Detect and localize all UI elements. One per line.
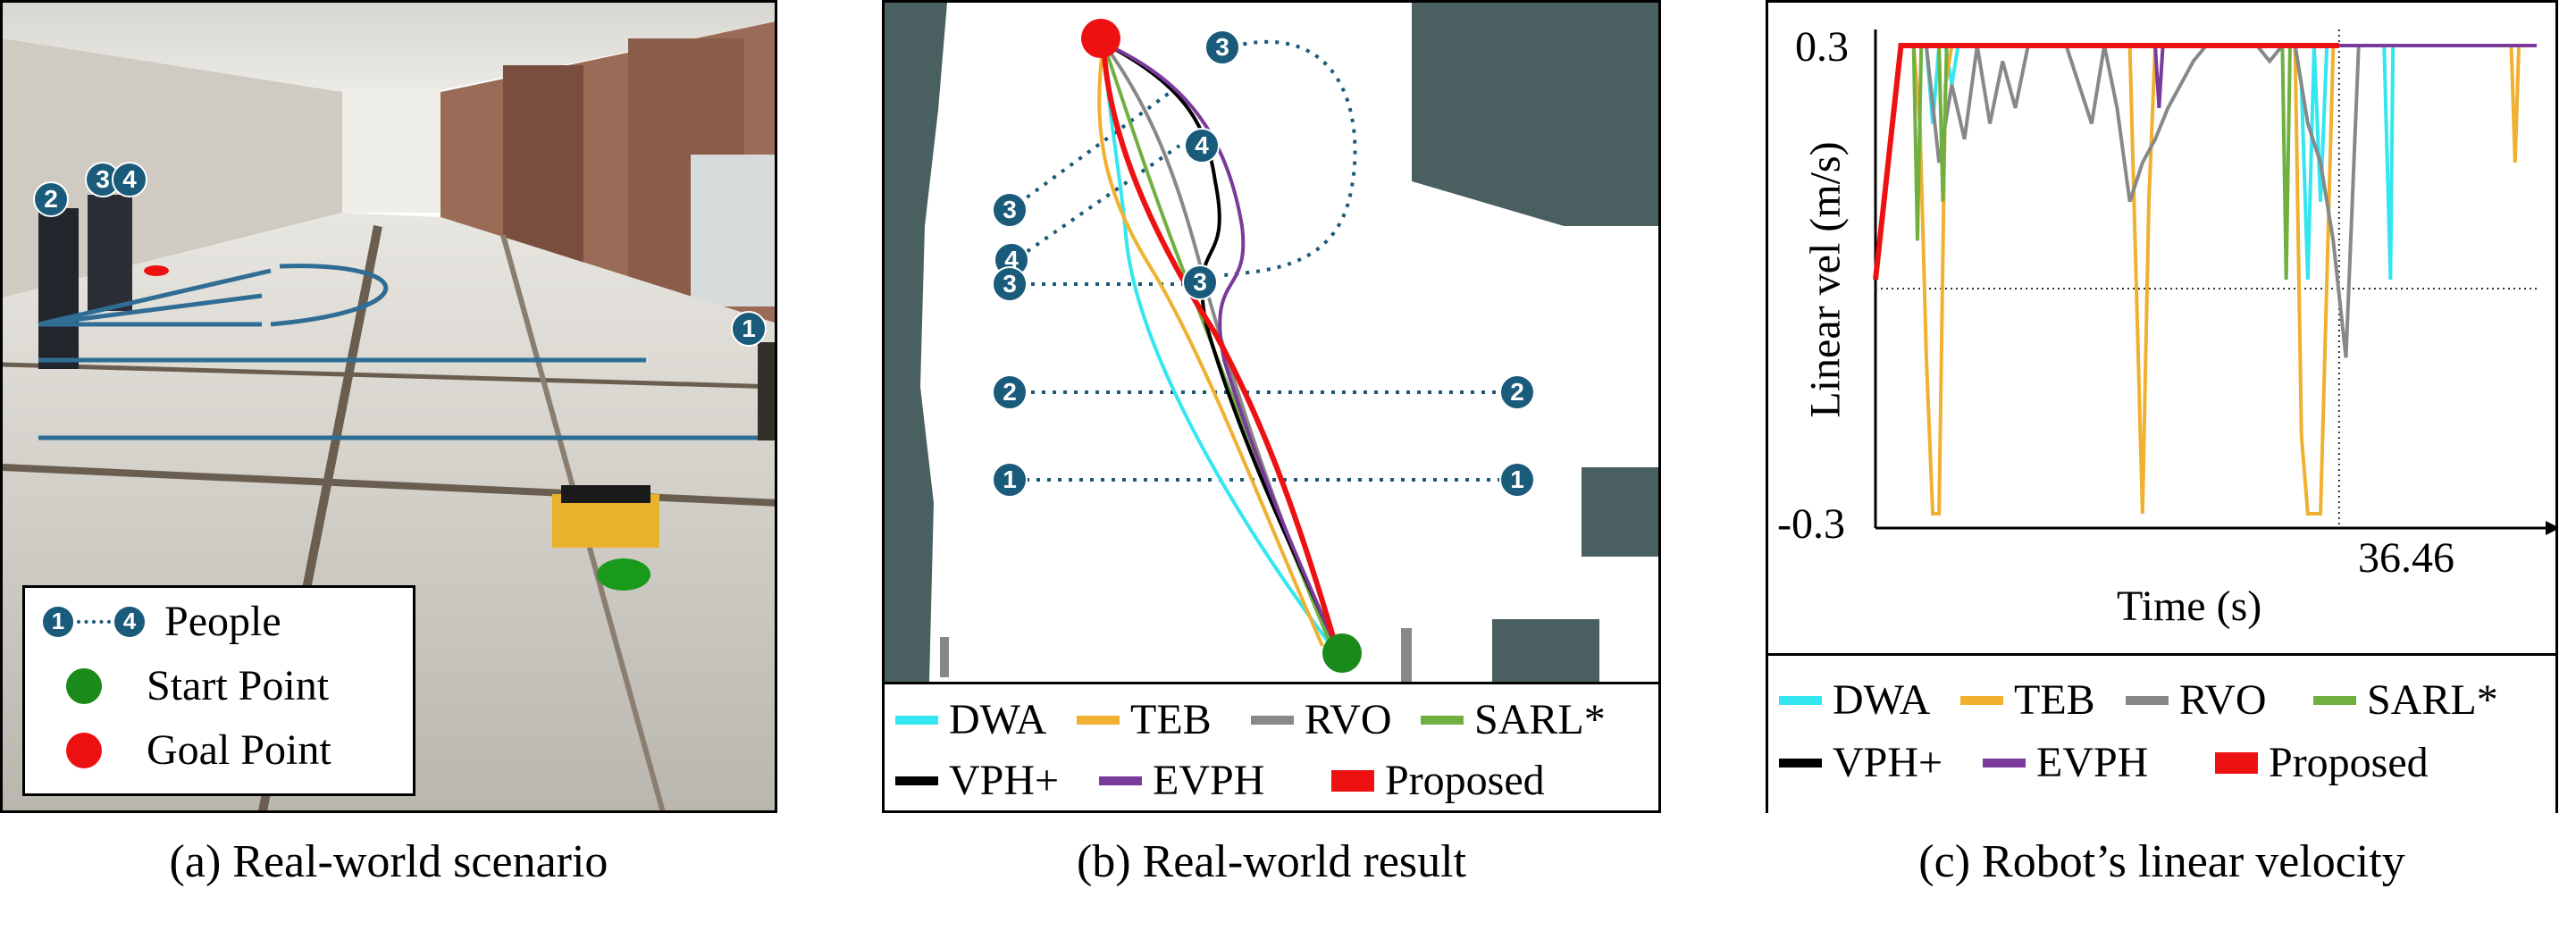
series-line-evph — [1874, 44, 2537, 281]
legend-start-label: Start Point — [147, 662, 330, 709]
person-marker-icon: 1 — [731, 311, 767, 347]
caption-a: (a) Real-world scenario — [169, 836, 608, 887]
legend-rvo-label: RVO — [1305, 696, 1392, 743]
swatch-proposed — [2215, 751, 2258, 774]
legend-teb-label: TEB — [1130, 696, 1212, 743]
legend-vph: VPH+ — [1779, 738, 1942, 787]
legend-goal: Goal Point — [66, 726, 331, 775]
trajectory-proposed — [1101, 42, 1338, 647]
panel-b-map: 3 3 4 4 3 3 2 2 1 1 DWA TEB RVO SARL* VP… — [882, 0, 1661, 813]
person-marker-icon: 4 — [113, 604, 147, 639]
panel-a-legend: 1 4 People Start Point Goal Point — [22, 585, 415, 796]
person-marker-icon: 1 — [992, 462, 1028, 498]
legend-proposed: Proposed — [2215, 738, 2429, 787]
legend-dwa-label: DWA — [1833, 676, 1931, 724]
legend-vph: VPH+ — [895, 756, 1059, 805]
legend-proposed-label: Proposed — [2269, 739, 2429, 786]
series-line-dwa — [1874, 44, 2537, 281]
legend-people: 1 4 People — [41, 597, 281, 646]
legend-vph-label: VPH+ — [1833, 739, 1943, 786]
start-point-icon — [66, 667, 102, 704]
legend-sarl-label: SARL* — [1474, 696, 1606, 743]
velocity-chart — [1873, 29, 2555, 535]
legend-teb-label: TEB — [2014, 676, 2095, 724]
legend-dwa-label: DWA — [949, 696, 1047, 743]
panel-b-legend: DWA TEB RVO SARL* VPH+ EVPH Proposed — [885, 682, 1658, 810]
panel-a-photo: 2 3 4 1 1 4 People Start Point Goal Poin… — [0, 0, 777, 813]
legend-teb: TEB — [1077, 695, 1212, 744]
panel-c-legend: DWA TEB RVO SARL* VPH+ EVPH Proposed — [1768, 653, 2555, 813]
x-marker-label: 36.46 — [2358, 534, 2454, 582]
panel-c-chart: 0.3 -0.3 36.46 Time (s) Linear vel (m/s)… — [1766, 0, 2558, 813]
swatch-sarl — [2313, 695, 2356, 705]
goal-point-icon — [66, 732, 102, 768]
swatch-rvo — [2126, 695, 2169, 705]
person-marker-icon: 1 — [1499, 462, 1535, 498]
legend-vph-label: VPH+ — [949, 757, 1060, 804]
person-marker-icon: 3 — [992, 192, 1028, 228]
person-marker-icon: 1 — [41, 604, 75, 639]
series-line-proposed — [1873, 43, 2339, 281]
swatch-vph — [895, 776, 938, 785]
legend-people-label: People — [164, 598, 281, 645]
swatch-proposed — [1331, 769, 1374, 792]
legend-evph-label: EVPH — [1153, 757, 1265, 804]
legend-rvo: RVO — [2126, 675, 2267, 725]
person-marker-icon: 3 — [1204, 29, 1240, 65]
ytick-top: 0.3 — [1795, 23, 1849, 71]
person-marker-icon: 4 — [1184, 128, 1220, 164]
legend-dwa: DWA — [895, 695, 1046, 744]
person-marker-icon: 4 — [112, 162, 147, 197]
person-marker-icon: 2 — [992, 374, 1028, 410]
x-axis-arrow-icon — [2546, 521, 2555, 535]
caption-b: (b) Real-world result — [1076, 836, 1467, 887]
caption-c: (c) Robot’s linear velocity — [1918, 836, 2405, 887]
ytick-bottom: -0.3 — [1777, 500, 1845, 548]
swatch-rvo — [1251, 715, 1294, 725]
y-axis-label: Linear vel (m/s) — [1801, 141, 1850, 418]
legend-evph-label: EVPH — [2036, 739, 2149, 786]
legend-rvo-label: RVO — [2179, 676, 2267, 724]
swatch-dwa — [895, 715, 938, 725]
dotted-arrow-icon — [77, 619, 111, 624]
corridor-photo — [3, 3, 775, 810]
swatch-evph — [1983, 758, 2026, 767]
series-line-rvo — [1874, 44, 2537, 358]
swatch-evph — [1099, 776, 1142, 785]
goal-point-icon — [1081, 19, 1120, 58]
trajectory-dwa — [1102, 42, 1333, 648]
legend-evph: EVPH — [1099, 756, 1264, 805]
swatch-teb — [1077, 715, 1120, 725]
legend-goal-label: Goal Point — [147, 726, 331, 774]
swatch-teb — [1960, 695, 2003, 705]
person-marker-icon: 2 — [1499, 374, 1535, 410]
trajectory-map — [885, 3, 1658, 682]
swatch-sarl — [1421, 715, 1464, 725]
legend-sarl-label: SARL* — [2367, 676, 2498, 724]
swatch-vph — [1779, 758, 1822, 767]
legend-teb: TEB — [1960, 675, 2095, 725]
legend-proposed: Proposed — [1331, 756, 1545, 805]
series-line-teb — [1874, 44, 2521, 516]
legend-proposed-label: Proposed — [1385, 757, 1545, 804]
legend-sarl: SARL* — [2313, 675, 2498, 725]
series-line-sarl — [1874, 44, 2537, 281]
legend-dwa: DWA — [1779, 675, 1930, 725]
person-marker-icon: 3 — [992, 266, 1028, 302]
x-axis-label: Time (s) — [2117, 583, 2262, 630]
trajectory-evph — [1103, 41, 1338, 647]
start-point-icon — [1322, 633, 1362, 673]
legend-rvo: RVO — [1251, 695, 1392, 744]
series-line-vph — [1874, 44, 2537, 281]
trajectory-teb — [1097, 42, 1324, 647]
person-marker-icon: 3 — [1182, 264, 1218, 300]
person-marker-icon: 2 — [33, 181, 69, 217]
legend-sarl: SARL* — [1421, 695, 1606, 744]
swatch-dwa — [1779, 695, 1822, 705]
legend-evph: EVPH — [1983, 738, 2148, 787]
legend-start: Start Point — [66, 661, 329, 710]
